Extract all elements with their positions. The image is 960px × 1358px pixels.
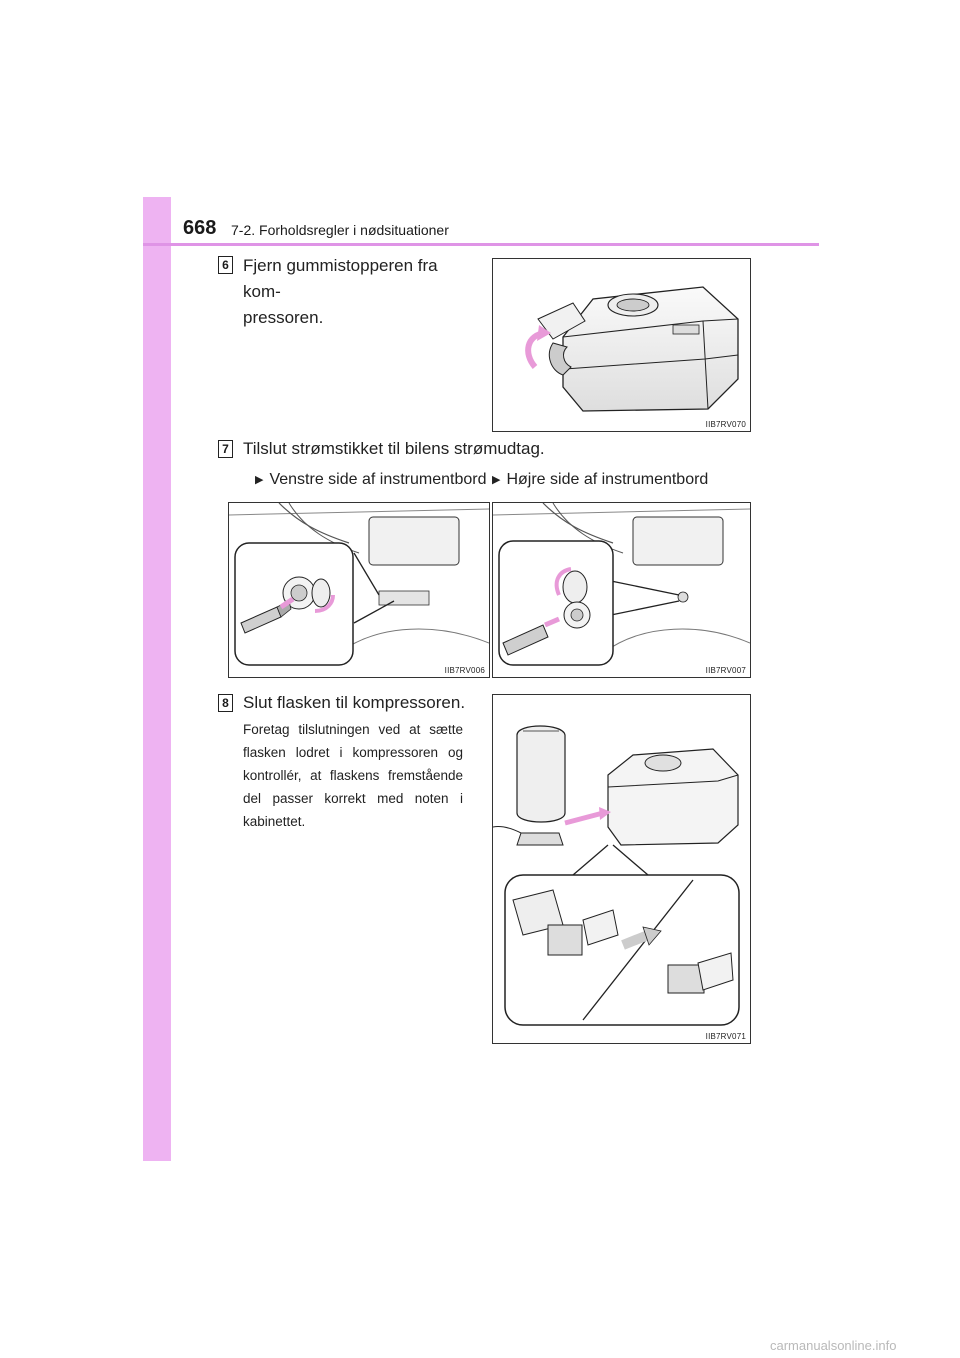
section-title: 7-2. Forholdsregler i nødsituationer <box>231 222 449 238</box>
step-7-text: Tilslut strømstikket til bilens strømudt… <box>243 439 545 458</box>
header-rule <box>143 243 819 246</box>
step-8-badge: 8 <box>218 694 233 712</box>
page-number: 668 <box>183 217 217 239</box>
watermark: carmanualsonline.info <box>770 1338 897 1353</box>
chapter-sidebar-tab <box>143 197 171 1161</box>
figure-right-power-outlet: IIB7RV007 <box>492 502 751 678</box>
figure-compressor-stopper: IIB7RV070 <box>492 258 751 432</box>
figure-bottle-connection: IIB7RV071 <box>492 694 751 1044</box>
step-6-badge: 6 <box>218 256 233 274</box>
figure-code: IIB7RV070 <box>705 420 746 429</box>
triangle-bullet-icon: ▶ <box>255 474 264 486</box>
triangle-bullet-icon: ▶ <box>492 474 501 486</box>
option-right-dashboard: ▶Højre side af instrumentbord <box>492 471 709 488</box>
figure-code: IIB7RV006 <box>444 666 485 675</box>
option-left-dashboard: ▶Venstre side af instrumentbord <box>255 471 487 488</box>
figure-code: IIB7RV071 <box>705 1032 746 1041</box>
step-7-badge: 7 <box>218 440 233 458</box>
figure-left-power-outlet: IIB7RV006 <box>228 502 490 678</box>
step-6-text: Fjern gummistopperen fra kom- pressoren. <box>243 256 438 327</box>
step-8-note: Foretag tilslutningen ved at sætte flask… <box>243 722 463 829</box>
step-8-text: Slut flasken til kompressoren. <box>243 693 466 712</box>
figure-code: IIB7RV007 <box>705 666 746 675</box>
